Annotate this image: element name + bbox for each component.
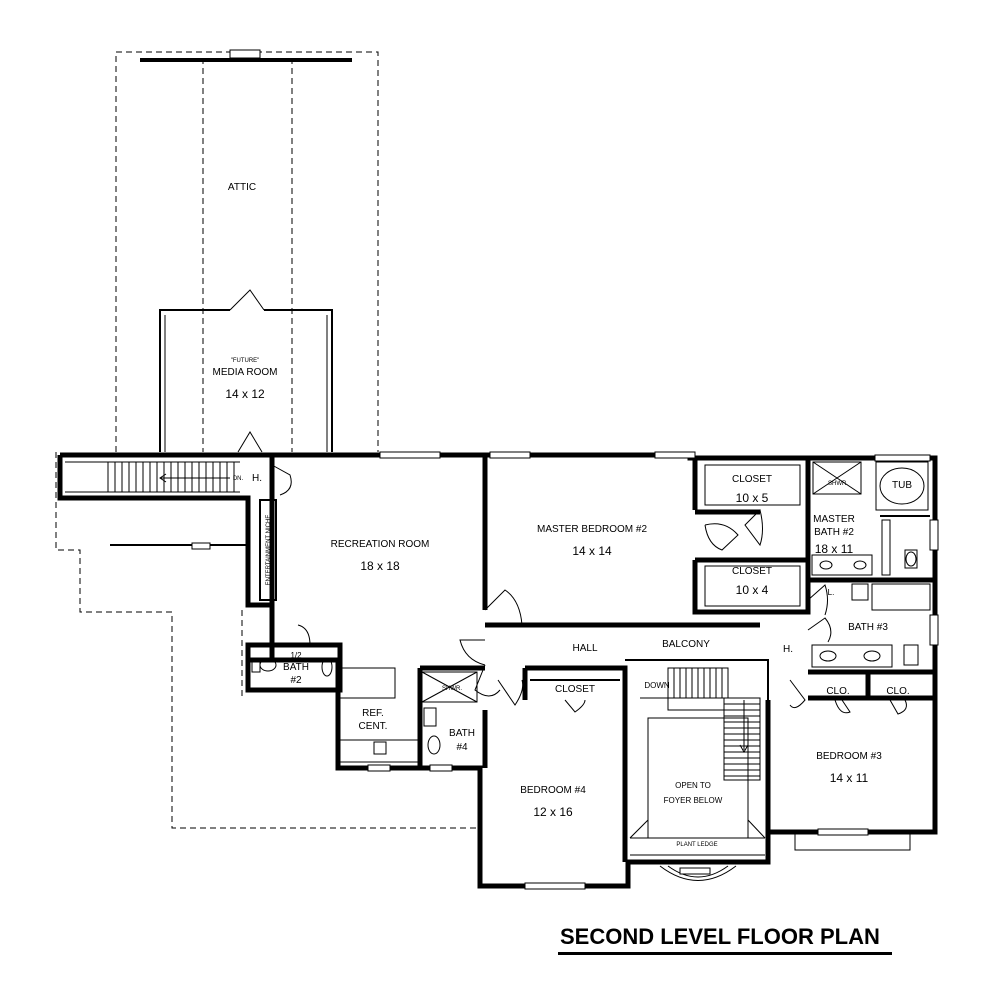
recreation-room-label: RECREATION ROOM	[331, 539, 430, 550]
bedroom3-size: 14 x 11	[830, 771, 869, 785]
doors	[271, 464, 907, 715]
closet-bed4-label: CLOSET	[555, 684, 595, 695]
entertainment-niche-label: ENTERTAINMENT NICHE	[266, 515, 272, 586]
half-bath-label-3: #2	[290, 675, 302, 686]
clo1-label: CLO.	[826, 686, 849, 697]
ref-cent-label-2: CENT.	[359, 721, 388, 732]
attic-ridge	[140, 49, 352, 62]
title-underline	[558, 952, 892, 955]
master-bedroom-label: MASTER BEDROOM #2	[537, 524, 647, 535]
fixtures	[251, 461, 931, 763]
down-label: DOWN	[644, 681, 670, 690]
dn-label: DN.	[233, 476, 244, 482]
bath4-label-1: BATH	[449, 728, 475, 739]
half-bath-label-1: 1/2	[290, 651, 302, 660]
closet-upper-size: 10 x 5	[736, 491, 769, 505]
left-stair	[65, 461, 240, 493]
balcony-label: BALCONY	[662, 639, 710, 650]
closet-lower-size: 10 x 4	[736, 583, 769, 597]
bedroom3-label: BEDROOM #3	[816, 751, 882, 762]
master-shower-label: SHWR.	[828, 481, 848, 487]
media-room-prefix: "FUTURE"	[231, 358, 260, 364]
closet-lower-label: CLOSET	[732, 566, 772, 577]
porch-outline	[794, 832, 911, 851]
master-bath-size: 18 x 11	[815, 542, 854, 556]
center-stair	[640, 667, 761, 781]
exterior-walls	[57, 452, 938, 889]
master-bath-label-1: MASTER	[813, 514, 855, 525]
ref-cent-label-1: REF.	[362, 708, 384, 719]
plant-ledge-label: PLANT LEDGE	[676, 842, 717, 848]
closet-upper-label: CLOSET	[732, 474, 772, 485]
bath3-label: BATH #3	[848, 622, 888, 633]
media-room-label: MEDIA ROOM	[212, 367, 277, 378]
half-bath-label-2: BATH	[283, 662, 309, 673]
tub-label: TUB	[892, 480, 912, 491]
interior-walls	[245, 455, 935, 862]
open-foyer-label-1: OPEN TO	[675, 781, 711, 790]
bath4-shower-label: SHWR.	[442, 686, 462, 692]
windows	[367, 451, 939, 890]
media-room-walls	[159, 289, 333, 453]
clo2-label: CLO.	[886, 686, 909, 697]
attic-label: ATTIC	[228, 182, 256, 193]
master-bath-label-2: BATH #2	[814, 527, 854, 538]
hall-label: HALL	[572, 643, 597, 654]
bath4-label-2: #4	[456, 742, 468, 753]
h-stair-label: H.	[252, 473, 262, 484]
plant-ledge	[629, 717, 766, 881]
open-foyer-label-2: FOYER BELOW	[664, 796, 723, 805]
linen-label: L.	[828, 588, 835, 597]
recreation-room-size: 18 x 18	[360, 559, 400, 573]
master-bedroom-size: 14 x 14	[572, 544, 612, 558]
h-right-label: H.	[783, 644, 793, 655]
bedroom4-label: BEDROOM #4	[520, 785, 586, 796]
room-labels: ATTIC "FUTURE" MEDIA ROOM 14 x 12 RECREA…	[212, 182, 912, 848]
bedroom4-size: 12 x 16	[533, 805, 573, 819]
media-room-size: 14 x 12	[225, 387, 265, 401]
plan-title: SECOND LEVEL FLOOR PLAN	[560, 924, 880, 949]
